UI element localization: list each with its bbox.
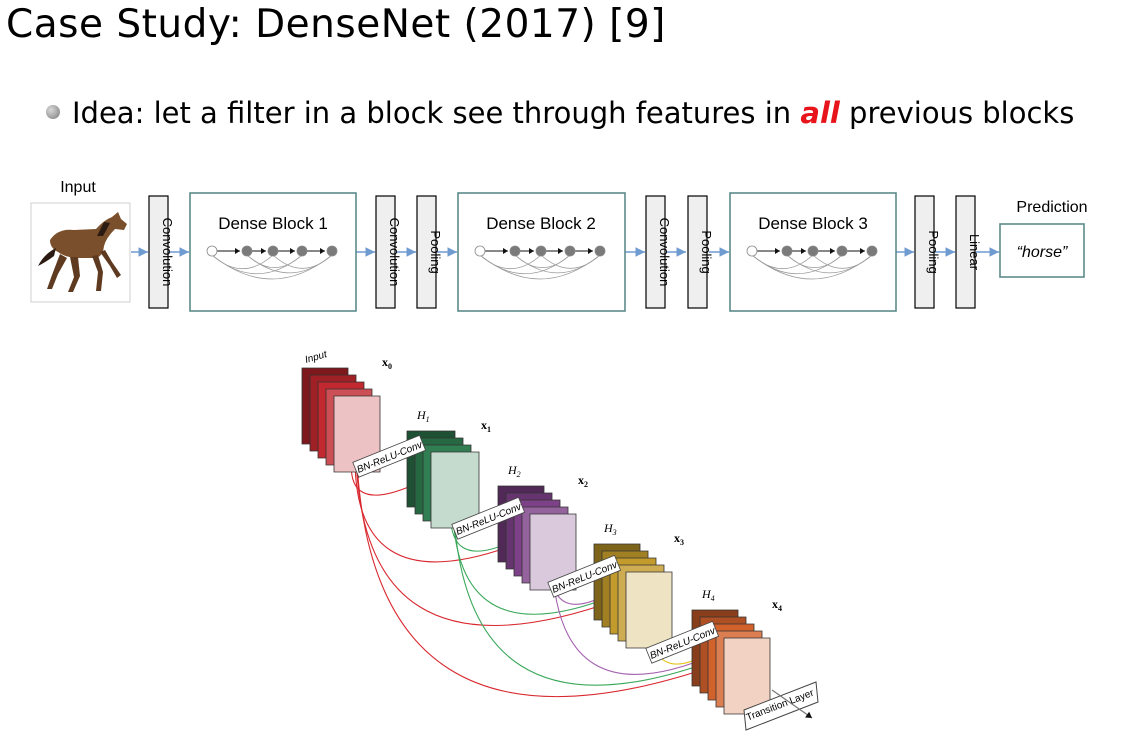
slide-title: Case Study: DenseNet (2017) [9] (6, 2, 666, 47)
dense-block-mini-graph (206, 245, 338, 280)
node (241, 245, 253, 257)
node (746, 245, 758, 257)
input-stack-label: Input (304, 349, 330, 366)
feature-map-plate (625, 571, 673, 649)
node (326, 245, 338, 257)
prediction-box: “horse” (999, 223, 1085, 278)
layer-label: Convolution (160, 218, 175, 287)
feature-map-stack-0: x0 Input (301, 349, 392, 473)
layer-pooling-3: Pooling (914, 195, 941, 309)
skip-arc (272, 254, 333, 269)
layer-label: Convolution (387, 218, 402, 287)
dense-block-3: Dense Block 3 (729, 192, 897, 312)
dense-block-1: Dense Block 1 (189, 192, 357, 312)
node (781, 245, 793, 257)
node (206, 245, 218, 257)
dense-block-2: Dense Block 2 (457, 192, 626, 312)
bullet-dot-icon (46, 105, 60, 119)
feature-label: x0 (382, 355, 392, 371)
node (564, 245, 576, 257)
feature-map-plate (333, 395, 381, 473)
layer-pooling-2: Pooling (687, 195, 714, 309)
bullet-emphasis: all (800, 96, 840, 130)
skip-connection-arrow (355, 435, 618, 627)
node (535, 245, 547, 257)
bullet-text-before: Idea: let a filter in a block see throug… (72, 96, 801, 130)
prediction-value: “horse” (1017, 244, 1068, 261)
skip-connection-arrow (452, 491, 716, 686)
feature-label: x2 (578, 473, 588, 489)
layer-label: Linear (967, 234, 982, 271)
bullet-point: Idea: let a filter in a block see throug… (46, 96, 1074, 130)
input-label: Input (60, 179, 96, 196)
transform-label: H4 (701, 587, 715, 603)
feature-map-plate (529, 513, 577, 591)
skip-connection-arrow (354, 435, 523, 563)
dense-block-title: Dense Block 1 (218, 214, 328, 233)
dense-block-title: Dense Block 2 (486, 214, 596, 233)
layer-convolution-3: Convolution (645, 195, 672, 309)
skip-connection-arrow (355, 435, 715, 698)
layer-label: Pooling (926, 230, 941, 273)
node (509, 245, 521, 257)
transform-label: H3 (603, 521, 617, 537)
layer-label: Pooling (699, 230, 714, 273)
node (866, 245, 878, 257)
node (807, 245, 819, 257)
horse-image (30, 202, 131, 303)
layer-pooling-1: Pooling (416, 195, 443, 309)
layer-linear: Linear (955, 195, 982, 309)
dense-block-mini-graph (474, 245, 606, 280)
layer-convolution-1: Convolution (148, 195, 175, 309)
prediction-label: Prediction (1016, 199, 1087, 216)
layer-label: Pooling (428, 230, 443, 273)
skip-arc (812, 254, 873, 269)
layer-label: Convolution (657, 218, 672, 287)
bullet-text-after: previous blocks (839, 96, 1075, 130)
node (267, 245, 279, 257)
feature-label: x1 (481, 418, 491, 434)
node (836, 245, 848, 257)
dense-block-mini-graph (746, 245, 878, 280)
dense-block-title: Dense Block 3 (758, 214, 868, 233)
node (594, 245, 606, 257)
node (474, 245, 486, 257)
layer-convolution-2: Convolution (375, 195, 402, 309)
skip-arc (540, 254, 601, 269)
feature-label: x3 (674, 531, 684, 547)
dense-block-illustration: x0Inputx1H1BN-ReLU-Convx2H2BN-ReLU-Convx… (301, 349, 819, 731)
node (296, 245, 308, 257)
feature-label: x4 (772, 597, 782, 613)
transform-label: H1 (416, 408, 430, 424)
transform-label: H2 (507, 463, 521, 479)
